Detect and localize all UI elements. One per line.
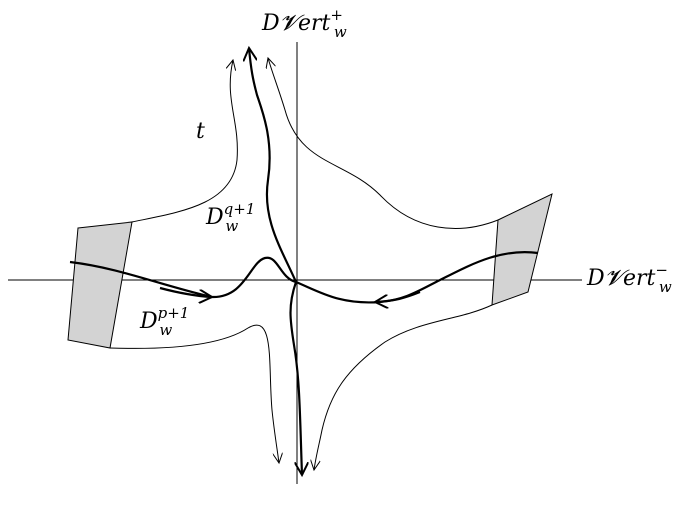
flow-line-upper-left	[131, 60, 238, 223]
thick-arrow-right	[375, 290, 421, 302]
thick-curve-right	[295, 251, 539, 304]
flow-line-upper-right	[268, 58, 499, 229]
horizontal-axis-label: D𝓥ert−w	[586, 261, 672, 296]
flow-line-lower-right	[314, 304, 493, 470]
right-patch	[491, 193, 553, 306]
thick-curve-up	[249, 48, 298, 283]
thick-arrow-left	[159, 286, 212, 297]
thick-curve-left	[69, 256, 297, 299]
flow-line-lower-left	[109, 324, 279, 463]
t-label: t	[196, 119, 205, 144]
left-patch	[67, 221, 133, 349]
thick-curve-down	[289, 281, 303, 475]
vertical-axis-label: D𝓥ert+w	[261, 6, 347, 41]
